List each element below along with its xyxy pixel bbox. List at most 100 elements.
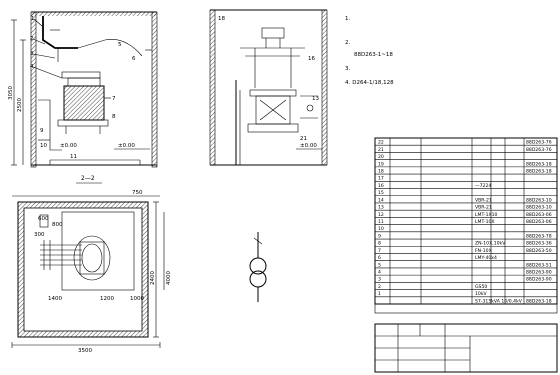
bom-cell-code: 88D263-76 [526,140,552,146]
note-1-line1: 1. [345,16,350,22]
callout-2: 2 [30,36,34,42]
callout-4: 4 [30,64,34,70]
front-callout-c: 13 [312,96,319,102]
bom-cell-code: 88D263-36 [526,241,552,247]
bom-cell-no: 9 [378,233,381,239]
bom-cell-no: 5 [378,262,381,268]
elevation-right: ±0.00 [118,143,135,149]
callout-7: 7 [112,96,116,102]
bom-cell-code: 88D263-18 [526,298,552,304]
bom-cell-spec: VBR-21 [475,197,492,203]
callout-5: 5 [118,42,122,48]
bom-row: 8 ZN-10X,10kV 88D263-36 [375,238,557,247]
callout-8: 8 [112,114,116,120]
bom-cell-code: 88D263-90 [526,270,552,276]
bom-cell-no: 20 [378,154,384,160]
bom-row: 4 88D263-90 [375,267,557,276]
bom-cell-no: 10 [378,226,384,232]
bom-row: 14 VBR-21 88D263-10 [375,195,557,203]
bom-row: 21 88D263-76 [375,144,557,153]
bom-cell-no: 1 [378,291,381,297]
bom-cell-spec: S7-315kVA 10/0.4kV [475,298,523,304]
callout-group: 1 2 3 4 5 6 7 8 9 10 11 [30,16,136,160]
bom-row: 20 [375,152,557,160]
front-callout-b: 16 [308,56,315,62]
bom-row: 19 88D263-18 [375,159,557,167]
bom-row: 16 —7224 [375,181,557,189]
bom-cell-no: 12 [378,212,384,218]
notes-block: 1. 2. 88D263-1~18 3. 4.D264-1/18,128 [345,16,394,86]
bom-row: 17 [375,173,557,182]
bom-cell-no: 15 [378,190,384,196]
bom-cell-spec: —7224 [475,183,491,189]
bom-cell-spec: 10kV [475,291,488,297]
bom-cell-code: 88D263-78 [526,233,552,239]
bom-cell-spec: VBR-21 [475,205,492,211]
elevation-left: ±0.00 [60,143,77,149]
front-elevation: ±0.00 [300,143,317,149]
dim-plan-inner: 2400 [150,271,156,285]
bom-cell-code: 88D263-06 [526,212,552,218]
bom-cell-code: 88D263-18 [526,161,552,167]
bom-row: 1 10kV [375,289,557,297]
bom-row: 9 88D263-78 [375,231,557,239]
bom-cell-no: 3 [378,277,381,283]
front-callout-d: 21 [300,136,307,142]
bom-row: 6 LMY-40x4 [375,253,557,261]
dim-width-bottom: 3500 [78,348,92,354]
callout-1: 1 [31,16,35,22]
bom-cell-no: 18 [378,168,384,174]
bom-cell-no: 11 [378,219,384,225]
plan-transformer [73,235,111,281]
bom-row: 2 GS50 [375,282,557,290]
bom-cell-no: 8 [378,241,381,247]
bom-cell-spec: ZN-10X,10kV [475,241,506,247]
bom-cell-no: 19 [378,161,384,167]
bom-row: 22 88D263-76 [378,140,552,146]
bom-cell-no: 6 [378,255,381,261]
bom-cell-spec: LMY-40x4 [475,255,497,261]
note-4: 4.D264-1/18,128 [345,80,394,86]
bom-cell-spec: FN-10X [475,248,492,254]
bom-row: 5 88D263-51 [375,260,557,268]
bom-cell-no: 22 [378,140,384,146]
bom-cell-code: 88D263-50 [526,248,552,254]
dim-width-top: 750 [132,190,143,196]
bom-cell-no: 21 [378,147,384,153]
bom-cell-code: 88D263-10 [526,197,552,203]
callout-11: 11 [70,154,77,160]
bom-cell-no: 17 [378,176,384,182]
note-3: 3. [345,66,350,72]
bom-row: 10 [375,224,557,232]
dim-height-outer: 3050 [8,86,14,100]
title-block [374,323,558,373]
bom-cell-code: 88D263-51 [526,262,552,268]
bom-row: 12 LMT-1X10 88D263-06 [375,209,557,218]
bom-cell-no: 14 [378,197,384,203]
bom-cell-no: 4 [378,270,381,276]
dim-1200: 1200 [100,296,114,302]
plan-view: 750 3500 600 800 300 [11,190,172,354]
bom-cell-no: 16 [378,183,384,189]
bom-cell-spec: LMT-1X10 [475,212,498,218]
dim-plan-outer: 4000 [166,271,172,285]
dim-height-inner: 2500 [17,98,23,112]
plan-cables [40,240,82,270]
bom-cell-no: 2 [378,284,381,290]
bom-cell-code: 88D263-76 [526,147,552,153]
dim-600: 600 [38,216,49,222]
front-callout-a: 18 [218,16,225,22]
note-2-line2: 88D263-1~18 [354,52,393,58]
bom-cell-spec: GS50 [475,284,487,290]
callout-6: 6 [132,56,136,62]
bom-cell-spec: LMT-10X [475,219,495,225]
bom-cell-no: 13 [378,205,384,211]
single-line-diagram [249,232,267,302]
